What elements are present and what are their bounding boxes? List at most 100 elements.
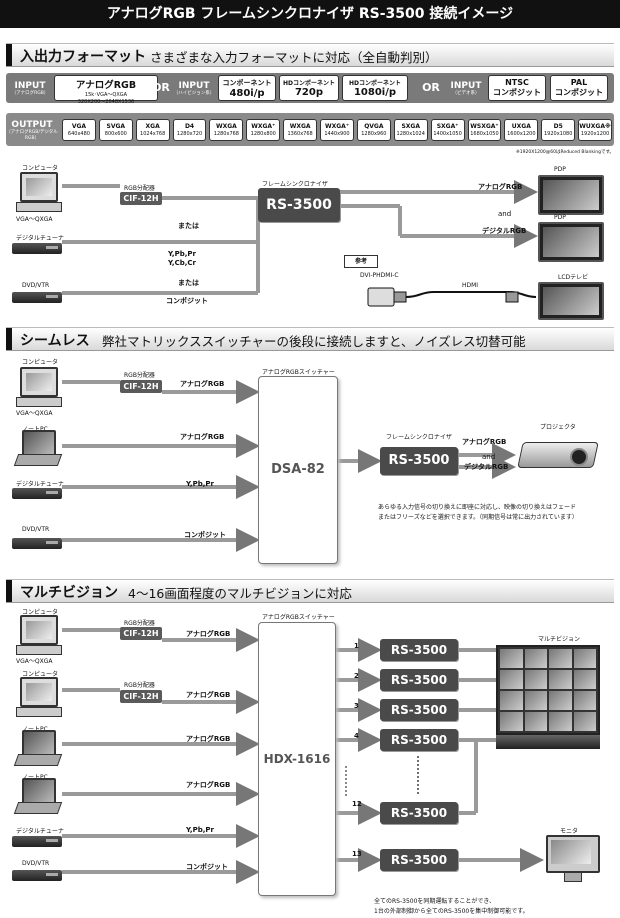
input-analog-rgb: アナログRGB 15k･VGA〜QXGA 320X200〜2048X1536 <box>54 75 158 105</box>
output-number: 13 <box>352 850 362 858</box>
computer-label: コンピュータ <box>22 359 59 366</box>
computer-icon <box>16 615 62 655</box>
dvd-icon <box>12 538 62 549</box>
output-format-box: WXGA⁺1440x900 <box>320 119 354 141</box>
notepc-label: ノートPC <box>22 424 48 433</box>
output-format-resolution: 800x600 <box>104 131 127 137</box>
hdmi-label: HDMI <box>462 282 479 289</box>
pdp-icon <box>538 175 604 215</box>
notepc-label: ノートPC <box>22 772 48 781</box>
section-desc: さまざまな入力フォーマットに対応（全自動判別） <box>150 50 438 65</box>
note-line: またはフリーズなどを選択できます。（同期信号は常に出力されています） <box>378 514 578 521</box>
output-format-name: QVGA <box>364 123 384 130</box>
output-format-resolution: 1360x768 <box>287 131 313 137</box>
output-format-resolution: 1280x800 <box>250 131 276 137</box>
page-title: アナログRGB フレームシンクロナイザ RS-3500 接続イメージ <box>0 0 620 28</box>
pdp-icon <box>538 222 604 262</box>
computer-icon <box>16 172 62 212</box>
dvd-icon <box>12 870 62 881</box>
notepc-icon <box>13 778 63 814</box>
section-title: 入出力フォーマット <box>20 49 146 65</box>
dvd-icon <box>12 292 62 303</box>
notepc-label: ノートPC <box>22 724 48 733</box>
signal-analog: アナログRGB <box>186 691 231 699</box>
output-format-resolution: 640x480 <box>67 131 90 137</box>
splitter-label: RGB分配器 <box>124 185 155 192</box>
section-title: シームレス <box>20 333 90 349</box>
signal-analog: アナログRGB <box>186 781 231 789</box>
output-format-resolution: 1280x720 <box>176 131 203 137</box>
multivision-base <box>496 735 600 749</box>
output-format-resolution: 1440x900 <box>324 131 350 137</box>
output-format-resolution: 1280x960 <box>361 131 387 137</box>
lcd-icon <box>538 282 604 320</box>
hdx-1616-switcher: HDX-1616 <box>258 622 336 896</box>
dvi-label: DVI-PHDMI-C <box>360 272 399 279</box>
output-format-name: WUXGA※ <box>579 123 611 130</box>
output-format-box: SXGA⁺1400x1050 <box>430 119 465 141</box>
input-hd-720: HDコンポーネント 720p <box>279 75 339 101</box>
splitter-label: RGB分配器 <box>124 620 155 627</box>
splitter-label: RGB分配器 <box>124 682 155 689</box>
tuner-icon <box>12 243 62 254</box>
out-analog-label: アナログRGB <box>478 183 523 191</box>
multivision-wall-icon <box>496 645 600 735</box>
rs-3500-unit: RS-3500 <box>380 849 458 871</box>
computer-label: コンピュータ <box>22 609 59 616</box>
computer-label: コンピュータ <box>22 165 59 172</box>
signal-composite: コンポジット <box>166 297 208 305</box>
signal-analog: アナログRGB <box>186 630 231 638</box>
signal-ycbcr: Y,Cb,Cr <box>168 259 196 267</box>
output-format-name: WXGA <box>215 123 237 130</box>
section-seamless-header: シームレス 弊社マトリックススイッチャーの後段に接続しますと、ノイズレス切替可能 <box>6 327 614 351</box>
cif-12h-box: CIF-12H <box>120 627 162 640</box>
output-format-name: VGA <box>71 123 87 130</box>
output-format-name: SVGA <box>106 123 126 130</box>
output-format-resolution: 1680x1050 <box>470 131 499 137</box>
output-number: 4 <box>354 732 359 740</box>
output-format-name: WXGA⁺ <box>251 123 276 130</box>
out-analog-label: アナログRGB <box>462 438 507 446</box>
output-format-name: SXGA⁺ <box>436 123 459 130</box>
dvd-label: DVD/VTR <box>22 526 50 533</box>
tuner-icon <box>12 836 62 847</box>
monitor-icon <box>542 835 602 883</box>
output-number: 3 <box>354 702 359 710</box>
or-text: または <box>178 222 199 230</box>
cif-12h-box: CIF-12H <box>120 192 162 205</box>
input-component-480: コンポーネント 480i/p <box>218 75 276 101</box>
signal-analog: アナログRGB <box>180 433 225 441</box>
or-label-1: OR <box>152 81 170 94</box>
output-format-name: D4 <box>184 123 195 130</box>
lcd-label: LCDテレビ <box>558 274 589 281</box>
cif-12h-box: CIF-12H <box>120 690 162 703</box>
rs-3500-unit: RS-3500 <box>380 639 458 661</box>
signal-analog: アナログRGB <box>180 380 225 388</box>
input-pal: PAL コンポジット <box>550 75 608 101</box>
input-label-hd: INPUT（ハイビジョン系） <box>173 81 215 96</box>
output-format-resolution: 1600x1200 <box>507 131 536 137</box>
section-desc: 4〜16画面程度のマルチビジョンに対応 <box>128 586 352 601</box>
section-title: マルチビジョン <box>20 585 118 601</box>
section-io-header: 入出力フォーマット さまざまな入力フォーマットに対応（全自動判別） <box>6 43 614 67</box>
fs-label: フレームシンクロナイザ <box>386 434 452 441</box>
rs-3500-unit: RS-3500 <box>258 188 340 222</box>
projector-icon <box>514 436 600 476</box>
or-label-2: OR <box>422 81 440 94</box>
tuner-label: デジタルチューナ <box>16 828 64 835</box>
cif-12h-box: CIF-12H <box>120 380 162 393</box>
output-format-name: WXGA⁺ <box>325 123 349 130</box>
pdp-label: PDP <box>554 214 566 221</box>
tuner-label: デジタルチューナ <box>16 481 64 488</box>
input-label-video: INPUT（ビデオ系） <box>450 81 482 96</box>
and-label: and <box>498 210 512 218</box>
section-desc: 弊社マトリックススイッチャーの後段に接続しますと、ノイズレス切替可能 <box>102 334 526 349</box>
note-line: あらゆる入力信号の切り換えに即座に対応し、映像の切り換えはフェード <box>378 504 577 511</box>
output-format-name: WXGA <box>289 123 311 130</box>
output-format-box: WSXGA⁺1680x1050 <box>467 119 502 141</box>
